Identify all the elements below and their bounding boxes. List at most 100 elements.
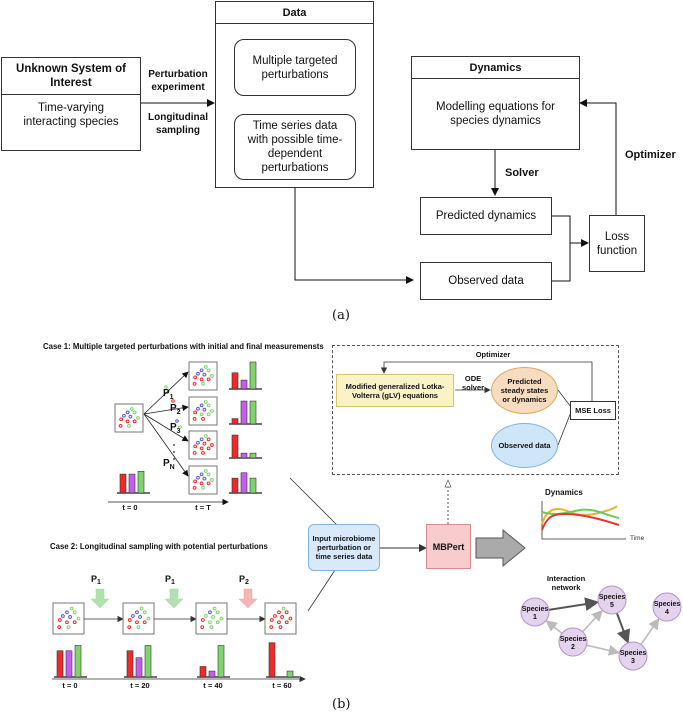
case2-bars-bar — [65, 650, 73, 678]
sample-dot — [210, 374, 214, 378]
sample-dot — [139, 606, 144, 611]
case2-title: Case 2: Longitudinal sampling with poten… — [50, 542, 268, 551]
sample-dot — [199, 412, 204, 417]
sample-dot — [119, 417, 124, 422]
sample-dot — [210, 443, 214, 447]
sample-dot — [200, 625, 205, 630]
sample-dot — [284, 610, 289, 615]
unknown-system-box: Unknown System of Interest Time-varying … — [1, 57, 141, 151]
sample-dot — [125, 419, 130, 424]
sample-dot — [204, 614, 208, 618]
sample-dot — [131, 614, 135, 618]
sample-dot — [132, 419, 137, 424]
perturbation-arrow — [143, 413, 189, 477]
triangle-up-icon — [444, 479, 452, 488]
sample-dot — [212, 606, 217, 611]
sample-dot — [65, 610, 69, 615]
sample-dot — [200, 618, 205, 622]
arrow-optimizer — [579, 99, 617, 215]
sample-dot — [203, 400, 208, 404]
sample-dot — [127, 618, 132, 622]
dynamics-box: Dynamics Modelling equations for species… — [411, 56, 580, 150]
network-edge — [615, 612, 631, 644]
sample-dot — [201, 416, 205, 421]
sample-dot — [199, 403, 204, 408]
sample-dot — [278, 625, 283, 630]
predicted-steady-states-ellipse: Predicted steady states or dynamics — [491, 367, 558, 414]
sample-dot — [211, 615, 215, 619]
sample-dot — [202, 372, 207, 377]
sample-dot — [201, 450, 205, 455]
sample-dot — [193, 444, 198, 449]
sample-dot — [118, 423, 123, 428]
sample-dot — [210, 478, 214, 482]
case1-title: Case 1: Multiple targeted perturbations … — [43, 342, 324, 351]
sample-dot — [202, 476, 207, 481]
optimizer-label: Optimizer — [625, 149, 676, 161]
ellipsis-dot — [173, 451, 175, 453]
caption-a: (a) — [332, 308, 350, 323]
sample-dot — [219, 616, 224, 621]
species-node-label: Species — [522, 606, 549, 613]
case2-perturbation-label: P1 — [165, 574, 175, 586]
case2-perturbation-label: P1 — [91, 574, 101, 586]
sample-dot — [269, 618, 274, 622]
case1-final-bars-bar — [231, 477, 239, 494]
case1-final-bars-bar — [240, 452, 248, 459]
sample-dot — [201, 381, 205, 386]
case1-final-bars-bar — [249, 400, 257, 425]
sample-dot — [192, 485, 197, 490]
sample-dot — [142, 620, 147, 625]
case1-initial-bars-bar — [119, 473, 127, 494]
sample-dot — [196, 475, 200, 480]
case1-time-label: t = T — [195, 503, 211, 512]
dynamics-axes — [541, 501, 626, 540]
sample-dot — [193, 410, 198, 415]
network-edge — [545, 620, 563, 634]
case1-final-bars-bar — [231, 418, 239, 425]
perturbation-experiment-label: Perturbation experiment — [148, 69, 208, 93]
case1-final-bars-bar — [231, 372, 239, 390]
sample-dot — [288, 616, 293, 621]
data-box: Data Multiple targeted perturbations Tim… — [215, 1, 374, 188]
case2-time-label: t = 0 — [62, 681, 77, 690]
network-edge — [586, 644, 620, 656]
optimizer-panel-label: Optimizer — [475, 350, 511, 359]
dynamics-plot-xlabel: Time — [630, 535, 645, 542]
arrow-data-to-observed — [294, 188, 414, 284]
mbpert-box: MBPert — [426, 524, 471, 569]
down-arrow-icon — [90, 588, 110, 609]
down-arrow-icon — [238, 588, 258, 609]
case1-time-label: t = 0 — [122, 503, 137, 512]
sample-dot — [273, 614, 277, 618]
observed-data-ellipse: Observed data — [491, 423, 558, 468]
sample-dot — [206, 446, 211, 451]
ellipsis-dot — [173, 444, 175, 446]
case2-perturbation-label: P2 — [239, 574, 249, 586]
network-title: Interaction network — [546, 574, 586, 592]
species-node-label: 4 — [665, 609, 669, 616]
sample-dot — [196, 406, 200, 411]
perturbation-arrow — [143, 371, 189, 415]
data-box-title: Data — [216, 2, 373, 24]
case2-bars-bar — [208, 670, 216, 678]
perturbation-arrow — [143, 404, 189, 415]
observed-data-box: Observed data — [420, 262, 552, 300]
caption-b: (b) — [332, 697, 351, 712]
species-node — [618, 641, 648, 671]
perturbation-dot — [175, 419, 179, 423]
case1-final-bars-bar — [240, 379, 248, 390]
perturbation-dot — [164, 385, 168, 389]
dynamics-plot-title: Dynamics — [545, 488, 583, 497]
species-node-label: 1 — [533, 614, 537, 621]
case2-bars-bar — [144, 645, 152, 678]
case2-time-label: t = 20 — [130, 681, 149, 690]
perturbation-label: P2 — [170, 403, 181, 416]
ode-solver-label: ODE solver — [461, 374, 485, 392]
case2-bars-bar — [286, 670, 294, 678]
sample-dot — [132, 410, 137, 415]
sample-dot — [284, 620, 289, 625]
species-node-label: Species — [599, 594, 626, 601]
sample-dot — [127, 423, 131, 428]
